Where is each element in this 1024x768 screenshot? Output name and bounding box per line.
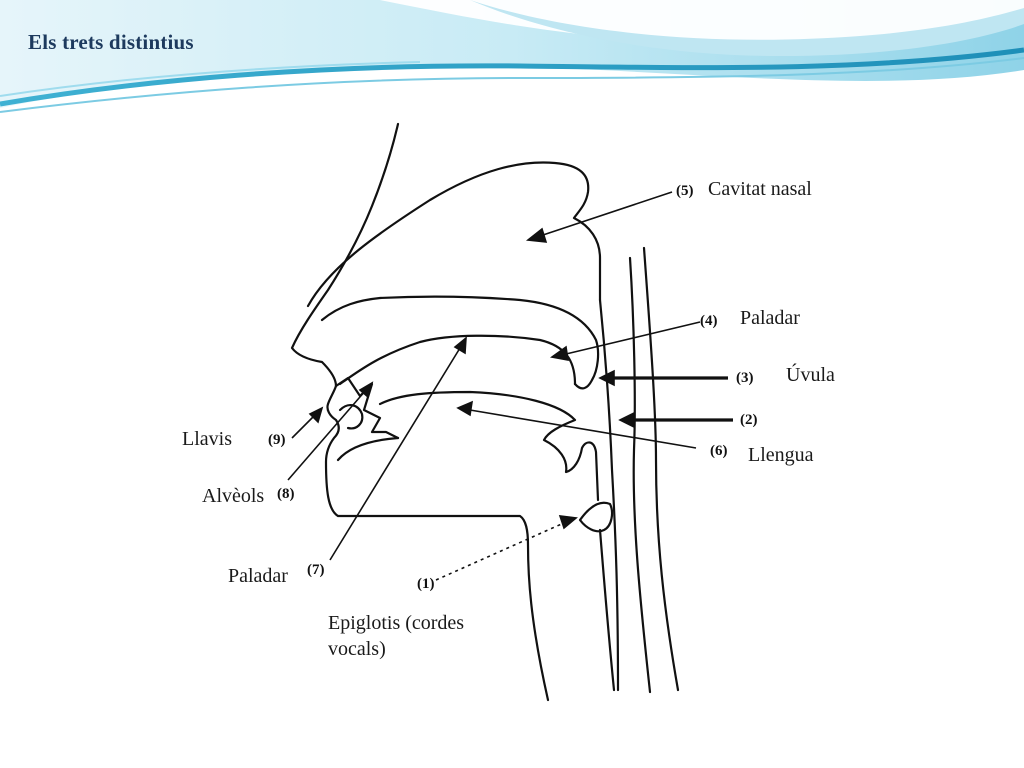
label-epiglotis: Epiglotis (cordes vocals) — [328, 612, 465, 660]
palate-outline — [320, 295, 600, 390]
pharynx-wall-2 — [628, 256, 652, 694]
teeth-zigzag — [334, 376, 400, 440]
pharynx-wall-3 — [642, 246, 680, 692]
nasal-cavity-outline — [306, 161, 602, 308]
label-alveols: Alvèols — [202, 485, 265, 507]
jaw-outline — [336, 436, 400, 462]
trachea-line — [598, 528, 616, 692]
tongue-outline — [378, 390, 600, 502]
label-paladar-top: Paladar — [740, 307, 800, 329]
slide-title: Els trets distintius — [28, 30, 194, 54]
lower-lip — [338, 404, 364, 430]
pharynx-wall-1 — [598, 298, 620, 692]
larynx-outline — [578, 501, 614, 533]
marker-6: (6) — [710, 443, 728, 459]
marker-3: (3) — [736, 370, 754, 386]
label-cavitat-nasal: Cavitat nasal — [708, 178, 812, 200]
label-llavis: Llavis — [182, 428, 232, 450]
header-wave-decoration — [0, 0, 1024, 113]
diagram-panel — [205, 110, 802, 704]
marker-8: (8) — [277, 486, 295, 502]
marker-1: (1) — [417, 576, 435, 592]
label-llengua: Llengua — [748, 444, 814, 466]
marker-4: (4) — [700, 313, 718, 329]
marker-5: (5) — [676, 183, 694, 199]
marker-7: (7) — [307, 562, 325, 578]
oral-cavity-roof — [338, 334, 577, 386]
label-uvula: Úvula — [786, 364, 835, 386]
face-profile — [290, 122, 550, 702]
label-paladar-bottom: Paladar — [228, 565, 288, 587]
marker-2: (2) — [740, 412, 758, 428]
marker-9: (9) — [268, 432, 286, 448]
